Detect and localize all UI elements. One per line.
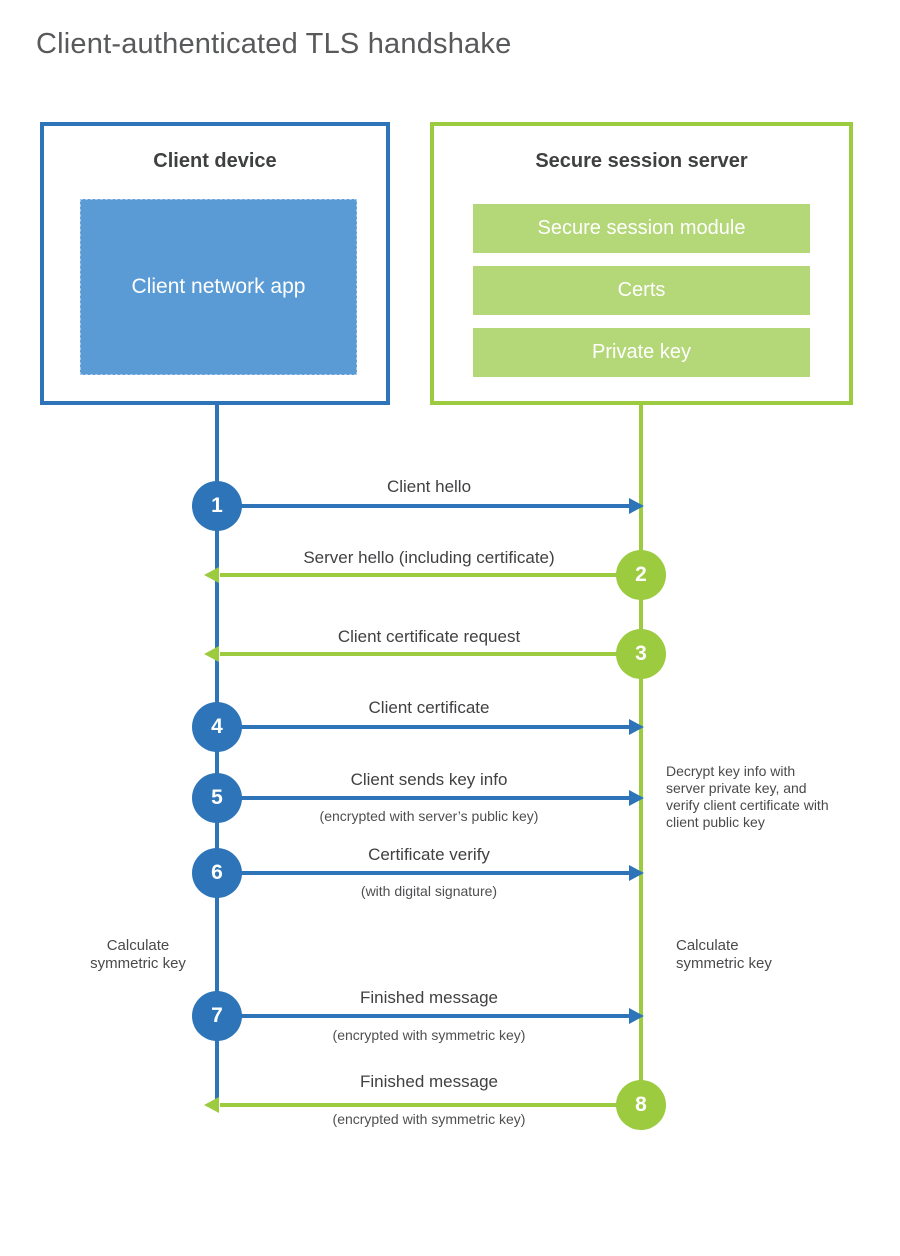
step-circle: 5 — [192, 773, 242, 823]
message-label: Client hello — [386, 477, 472, 496]
client-network-app-box: Client network app — [80, 199, 357, 375]
decrypt-key-info-note: Decrypt key info with server private key… — [666, 763, 829, 830]
page-title: Client-authenticated TLS handshake — [36, 28, 512, 60]
server-module-bar: Private key — [473, 328, 810, 377]
step-circle: 6 — [192, 848, 242, 898]
arrow-head-left-icon — [204, 567, 219, 583]
server-module-bar: Certs — [473, 266, 810, 315]
message-label: Finished message — [360, 988, 498, 1007]
step-circle: 7 — [192, 991, 242, 1041]
message-label: Client certificate request — [337, 627, 521, 646]
arrow-head-right-icon — [629, 1008, 644, 1024]
server-module-bar: Secure session module — [473, 204, 810, 253]
arrow-head-right-icon — [629, 790, 644, 806]
message-arrow — [217, 796, 631, 800]
message-arrow — [220, 573, 641, 577]
arrow-head-right-icon — [629, 498, 644, 514]
step-circle: 1 — [192, 481, 242, 531]
message-arrow — [217, 1014, 631, 1018]
message-sublabel: (encrypted with server’s public key) — [319, 808, 539, 824]
message-label: Finished message — [360, 1072, 498, 1091]
arrow-head-left-icon — [204, 646, 219, 662]
step-circle: 4 — [192, 702, 242, 752]
arrow-head-right-icon — [629, 719, 644, 735]
message-label: Client certificate — [368, 698, 490, 717]
arrow-head-right-icon — [629, 865, 644, 881]
server-lifeline — [639, 405, 643, 1105]
secure-session-server-box: Secure session server Secure session mod… — [430, 122, 853, 405]
message-label: Server hello (including certificate) — [303, 548, 555, 567]
client-device-box: Client device Client network app — [40, 122, 390, 405]
message-arrow — [220, 652, 641, 656]
client-lifeline — [215, 405, 219, 1105]
message-sublabel: (encrypted with symmetric key) — [332, 1027, 526, 1043]
message-label: Client sends key info — [350, 770, 508, 789]
calc-symmetric-key-note-right: Calculate symmetric key — [676, 937, 772, 972]
step-circle: 8 — [616, 1080, 666, 1130]
message-sublabel: (with digital signature) — [360, 883, 498, 899]
message-arrow — [217, 871, 631, 875]
client-device-heading: Client device — [153, 150, 277, 172]
message-arrow — [217, 725, 631, 729]
message-label: Certificate verify — [368, 845, 490, 864]
step-circle: 2 — [616, 550, 666, 600]
arrow-head-left-icon — [204, 1097, 219, 1113]
message-arrow — [220, 1103, 641, 1107]
message-arrow — [217, 504, 631, 508]
message-sublabel: (encrypted with symmetric key) — [332, 1111, 526, 1127]
calc-symmetric-key-note-left: Calculate symmetric key — [90, 937, 186, 972]
step-circle: 3 — [616, 629, 666, 679]
secure-session-server-heading: Secure session server — [535, 150, 748, 172]
